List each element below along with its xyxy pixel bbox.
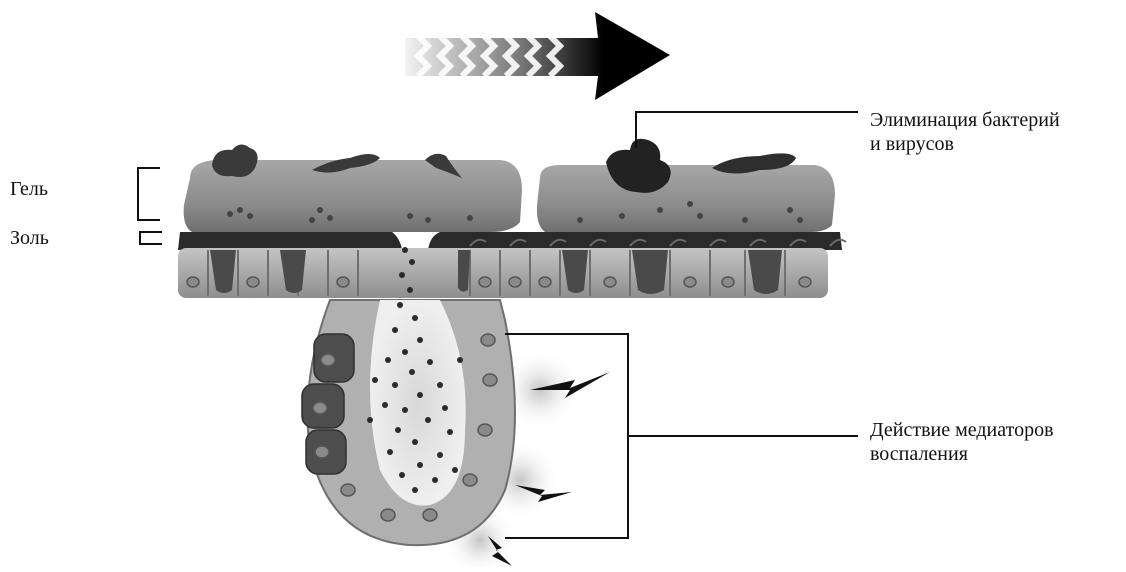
mediators-label-line1: Действие медиаторов	[870, 418, 1054, 442]
surface-epithelium	[178, 248, 828, 298]
gel-bracket	[138, 168, 160, 220]
transport-direction-arrow	[405, 12, 670, 100]
gel-mucus-layer	[184, 139, 835, 232]
mediators-label: Действие медиаторов воспаления	[870, 418, 1054, 466]
sol-periciliary-layer	[178, 232, 846, 250]
elimination-label: Элиминация бактерий и вирусов	[870, 108, 1060, 156]
elimination-leader	[636, 112, 858, 148]
sol-label: Золь	[10, 226, 49, 250]
elimination-label-line1: Элиминация бактерий	[870, 108, 1060, 132]
sol-bracket	[140, 232, 162, 244]
elimination-label-line2: и вирусов	[870, 132, 1060, 156]
mediators-label-line2: воспаления	[870, 442, 1054, 466]
gel-label: Гель	[10, 177, 48, 201]
